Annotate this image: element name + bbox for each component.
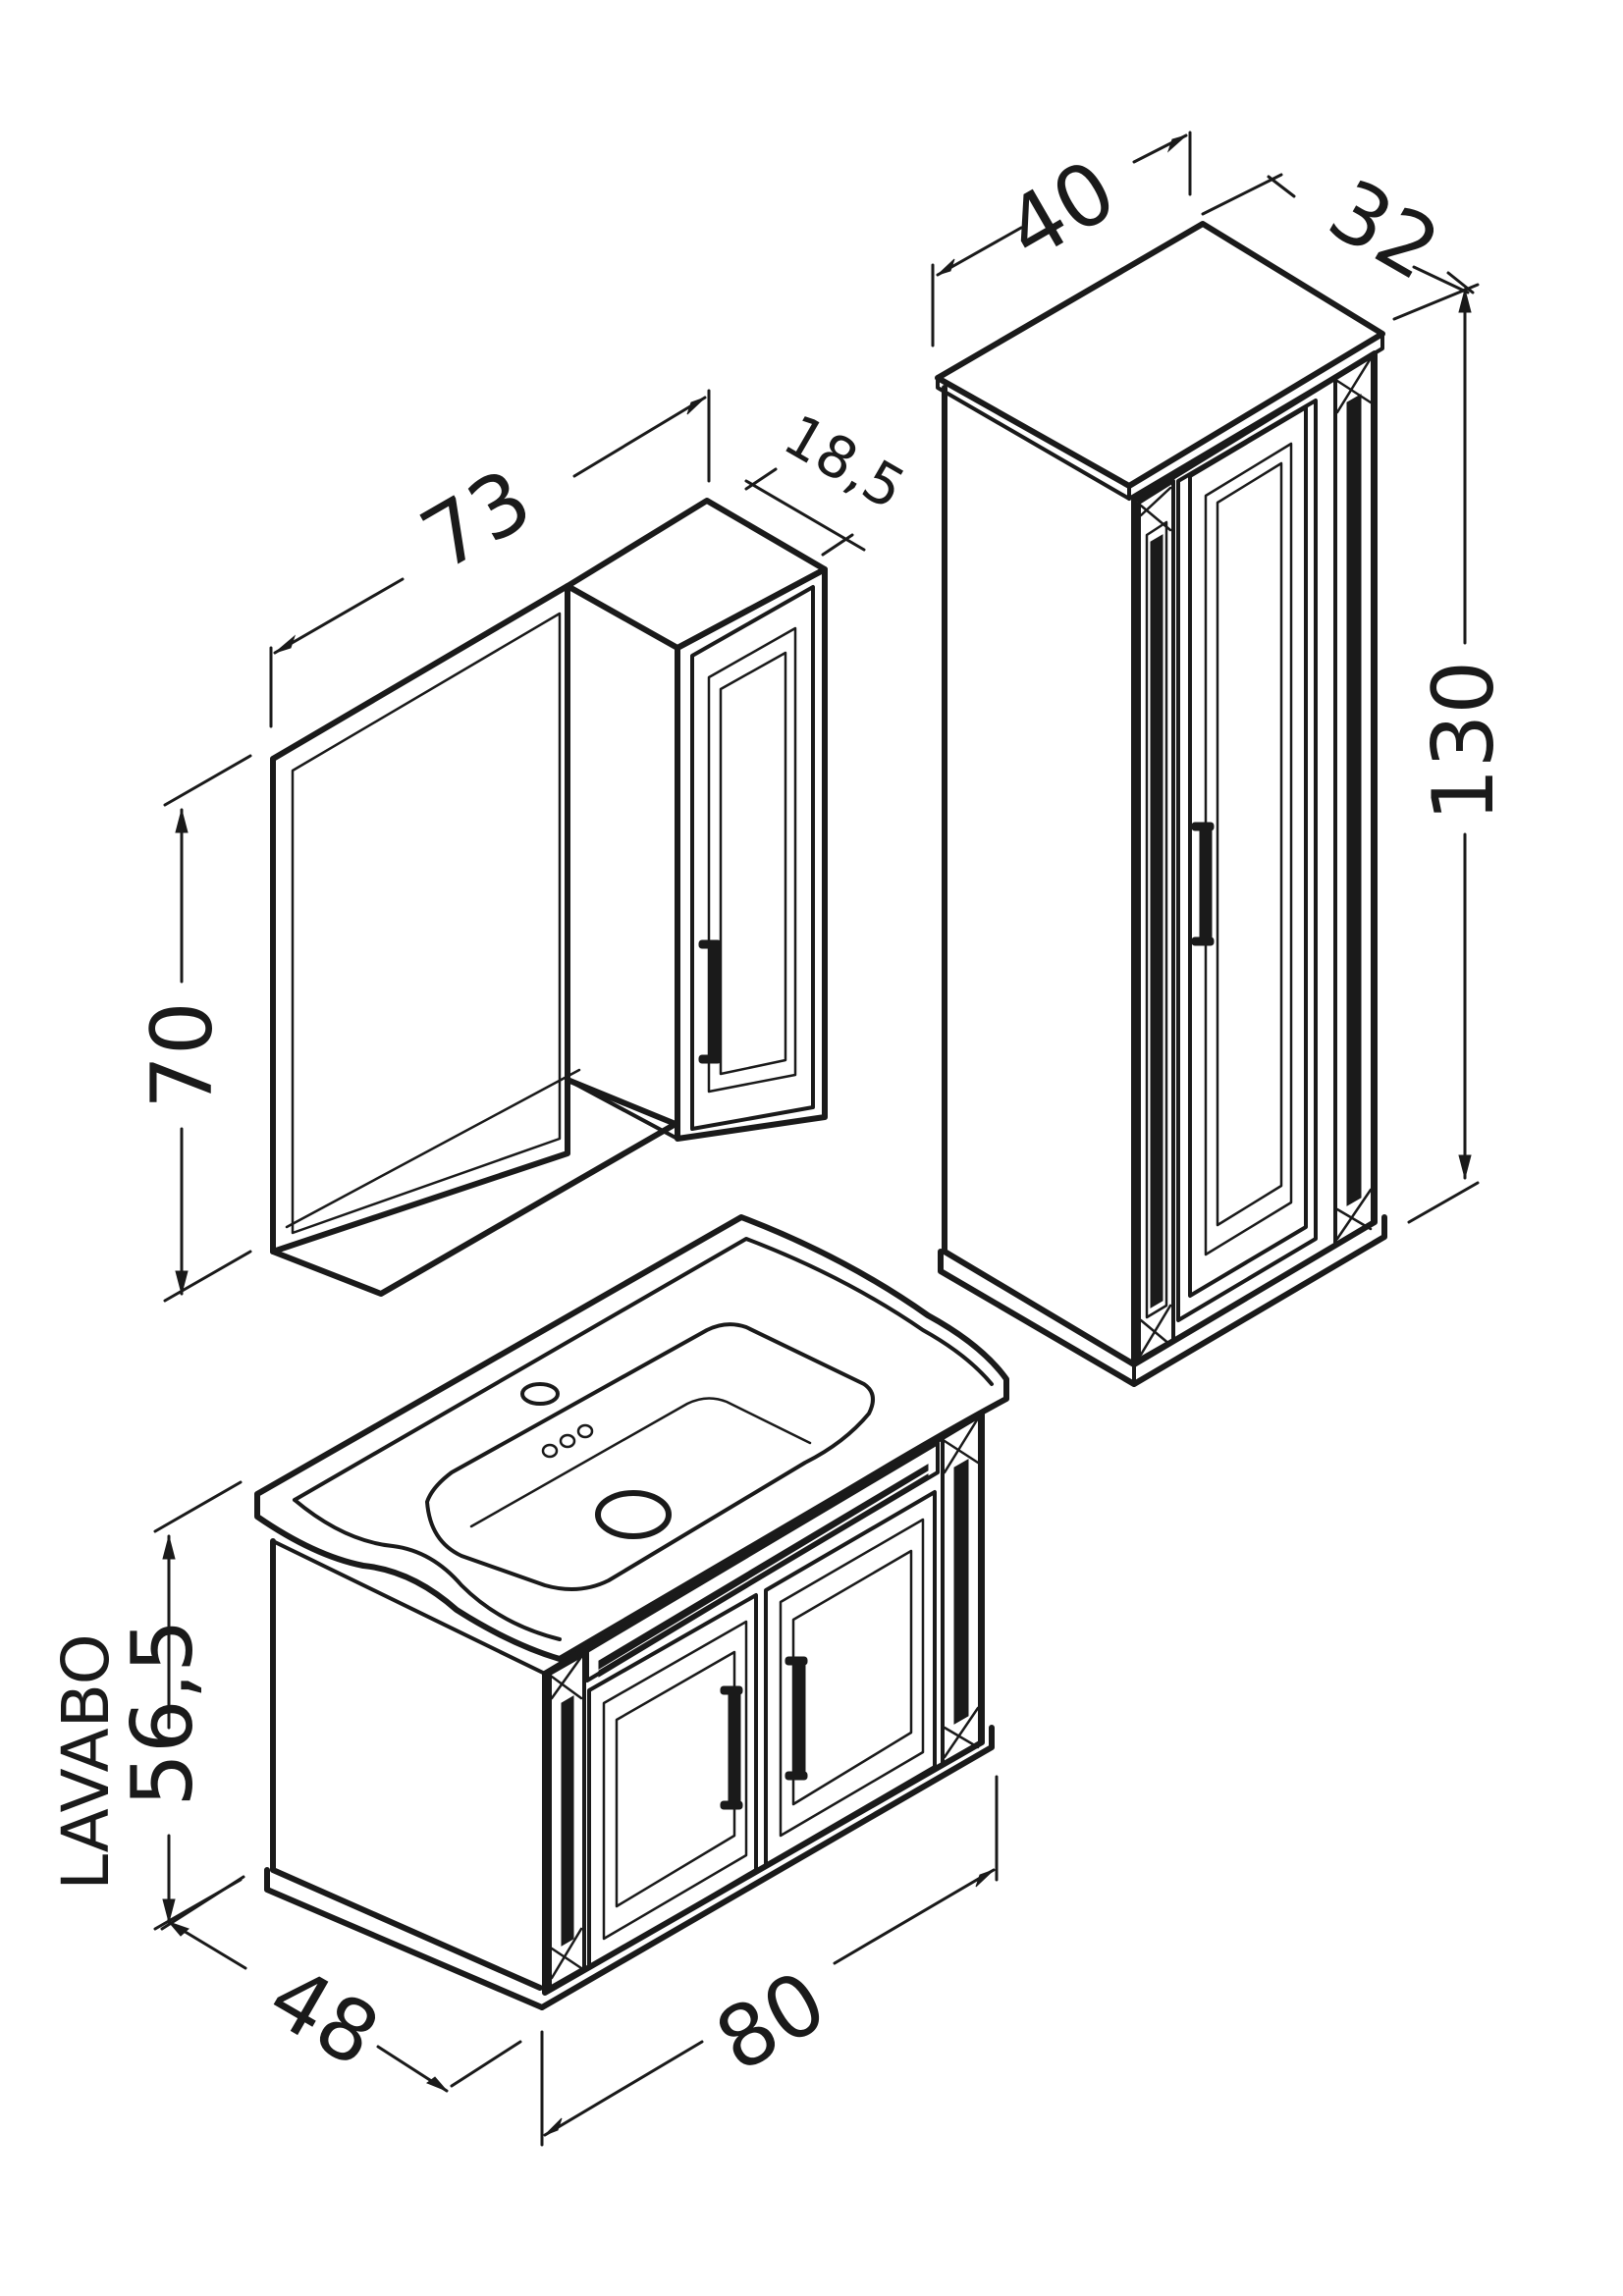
tall-cabinet-dimension-lines	[931, 131, 1480, 1224]
tall-height-label: 130	[1415, 661, 1513, 822]
sink-label: LAVABO	[48, 1633, 124, 1890]
mirror-height-label: 70	[134, 1001, 232, 1108]
tall-cabinet-handle-icon	[1199, 824, 1213, 943]
faucet-hole-icon	[520, 1382, 560, 1406]
tall-cabinet	[935, 221, 1387, 1387]
sink-height-label: 56,5	[114, 1619, 212, 1806]
mirror-depth-label: 18,5	[773, 401, 916, 522]
mirror-cabinet	[270, 498, 828, 1297]
mirror-cabinet-handle-icon	[708, 941, 722, 1061]
mirror-width-label: 73	[406, 451, 548, 589]
sink-right-door-handle-icon	[792, 1658, 806, 1778]
mirror-dimension-lines	[163, 389, 866, 1303]
drain-icon	[595, 1490, 672, 1539]
sink-depth-label: 48	[252, 1948, 395, 2086]
sink-dimension-lines	[153, 1480, 999, 2147]
sink-width-label: 80	[700, 1952, 842, 2091]
tall-depth-label: 32	[1313, 161, 1455, 299]
sink-vanity	[254, 1214, 1009, 2010]
tall-width-label: 40	[990, 141, 1132, 280]
sink-left-door-handle-icon	[728, 1687, 741, 1807]
